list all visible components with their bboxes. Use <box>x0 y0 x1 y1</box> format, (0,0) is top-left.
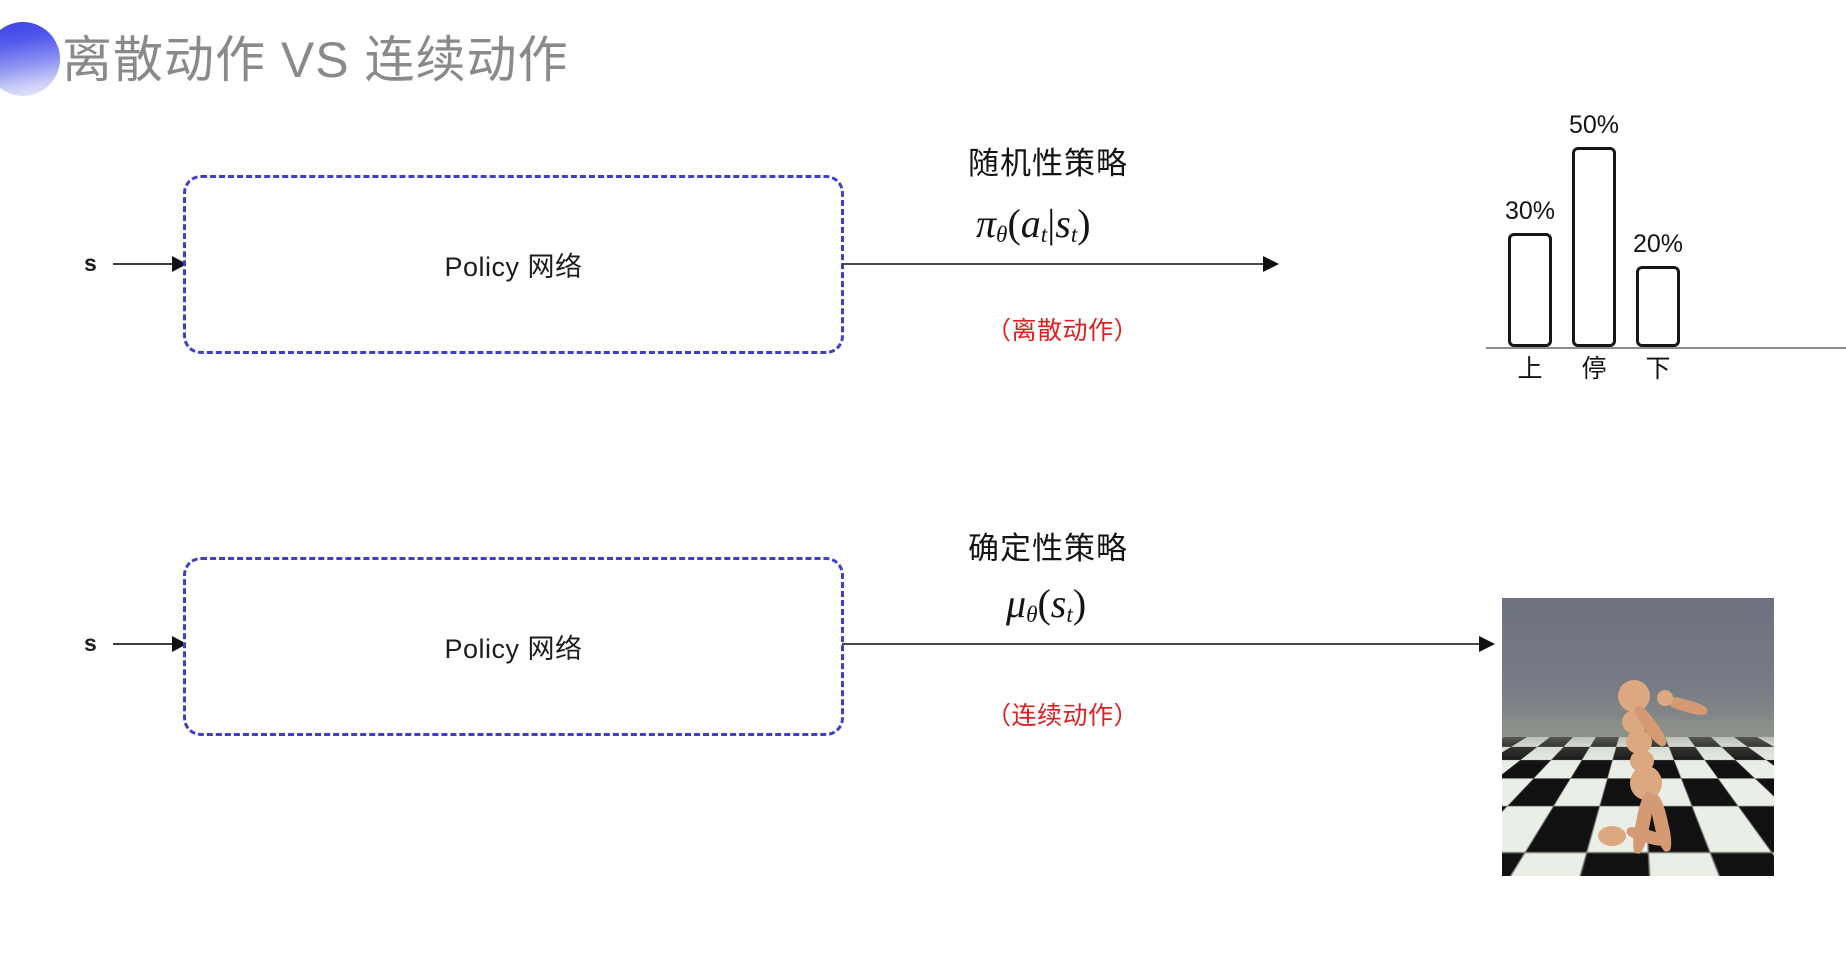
chart-x-axis <box>1486 347 1846 349</box>
state-input-label-row2: s <box>84 630 97 656</box>
bar-value-2: 20% <box>1632 230 1684 258</box>
bar-rect-0 <box>1508 233 1552 347</box>
policy-type-label-row2: 确定性策略 <box>968 531 1128 566</box>
bar-category-2: 下 <box>1645 355 1671 383</box>
policy-network-box-row1[interactable]: Policy 网络 <box>183 175 844 354</box>
policy-network-box-row2[interactable]: Policy 网络 <box>183 557 844 736</box>
bar-value-0: 30% <box>1504 197 1556 225</box>
humanoid-simulation-image <box>1502 598 1774 876</box>
policy-network-label-row1: Policy 网络 <box>444 252 583 282</box>
bar-category-1: 停 <box>1581 355 1607 383</box>
action-type-note-row2: （连续动作） <box>986 702 1140 730</box>
policy-formula-row1: πθ(at|st) <box>976 201 1091 249</box>
slide-bottom-edge <box>0 956 1846 966</box>
policy-network-label-row2: Policy 网络 <box>444 634 583 664</box>
bar-value-1: 50% <box>1568 111 1620 139</box>
bar-rect-2 <box>1636 266 1680 347</box>
humanoid-hand <box>1657 690 1673 706</box>
output-arrow-row2 <box>842 636 1495 652</box>
policy-type-label-row1: 随机性策略 <box>968 146 1128 181</box>
output-arrow-row1 <box>842 256 1279 272</box>
state-input-label-row1: s <box>84 250 97 276</box>
policy-formula-row2: μθ(st) <box>1006 581 1087 629</box>
humanoid-foot <box>1598 826 1626 846</box>
input-arrow-row2 <box>113 636 187 652</box>
bar-rect-1 <box>1572 147 1616 347</box>
bar-category-0: 上 <box>1517 355 1543 383</box>
title-accent-circle <box>0 22 60 96</box>
action-type-note-row1: （离散动作） <box>986 317 1140 345</box>
input-arrow-row1 <box>113 256 187 272</box>
action-probability-bar-chart: 30% 上 50% 停 20% 下 <box>1486 96 1846 396</box>
page-title: 离散动作 VS 连续动作 <box>62 32 569 88</box>
